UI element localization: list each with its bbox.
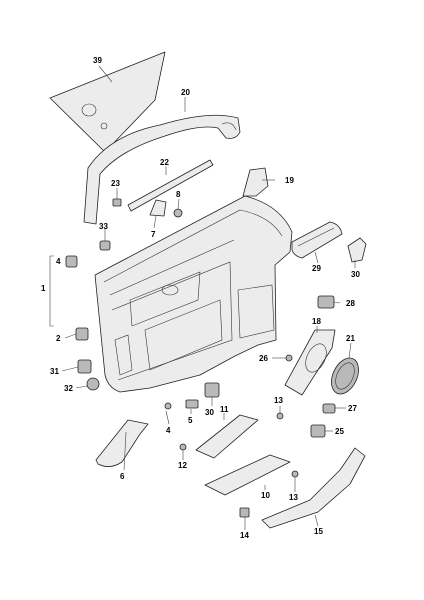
leader-lines xyxy=(49,65,356,530)
callout-6: 6 xyxy=(120,472,125,481)
part-clip-32 xyxy=(86,377,100,391)
callout-10: 10 xyxy=(261,491,270,500)
callout-29: 30 xyxy=(351,270,360,279)
part-clip-30 xyxy=(204,382,220,398)
part-clip-5 xyxy=(185,399,199,409)
callout-32: 32 xyxy=(64,384,73,393)
part-switch-26 xyxy=(322,403,336,414)
part-door-trim-panel xyxy=(94,195,293,393)
callout-1: 1 xyxy=(41,284,46,293)
part-handle-cap-29 xyxy=(347,237,367,263)
callout-20: 22 xyxy=(160,158,169,167)
part-screw-13b xyxy=(291,470,299,478)
callout-25: 25 xyxy=(335,427,344,436)
callout-labels: 39 20 22 19 23 8 7 33 4 29 30 28 18 21 1… xyxy=(41,56,360,540)
part-clip-2 xyxy=(75,327,89,341)
part-lower-trim-10 xyxy=(204,454,291,496)
callout-2: 2 xyxy=(56,334,61,343)
part-window-strip xyxy=(127,159,214,212)
part-corner-trim xyxy=(242,167,269,197)
callout-17: 19 xyxy=(285,176,294,185)
part-bracket-7 xyxy=(149,199,167,217)
part-clip-3 xyxy=(65,255,78,268)
part-switch-25 xyxy=(310,424,326,438)
part-clip-31 xyxy=(77,359,92,374)
part-clip-14 xyxy=(239,507,250,518)
callout-22: 21 xyxy=(346,334,355,343)
callout-28: 29 xyxy=(312,264,321,273)
part-armrest-11 xyxy=(195,414,259,459)
part-lower-trim-strip xyxy=(261,447,366,529)
callout-15: 15 xyxy=(314,527,323,536)
part-pull-handle xyxy=(95,419,149,467)
callout-8: 8 xyxy=(176,190,181,199)
part-screw-8 xyxy=(173,208,183,218)
callout-11: 11 xyxy=(220,405,229,414)
part-upper-trim-strip xyxy=(83,114,241,225)
callout-18: 18 xyxy=(312,317,321,326)
part-clip-21 xyxy=(112,198,122,207)
callout-7: 7 xyxy=(151,230,156,239)
callout-5: 5 xyxy=(188,416,193,425)
callout-19: 20 xyxy=(181,88,190,97)
callout-30: 30 xyxy=(205,408,214,417)
callout-21: 23 xyxy=(111,179,120,188)
callout-39: 39 xyxy=(93,56,102,65)
part-screw-23 xyxy=(285,354,293,362)
callout-12: 12 xyxy=(178,461,187,470)
part-speaker-bracket xyxy=(284,329,336,396)
callout-3: 4 xyxy=(56,257,61,266)
part-insulation-panel xyxy=(49,51,166,153)
callout-23: 26 xyxy=(259,354,268,363)
part-screw-12 xyxy=(179,443,187,451)
callout-14: 14 xyxy=(240,531,249,540)
callout-33: 33 xyxy=(99,222,108,231)
callout-26: 27 xyxy=(348,404,357,413)
callout-13-lower: 13 xyxy=(289,493,298,502)
callout-13-upper: 13 xyxy=(274,396,283,405)
part-speaker-grille xyxy=(331,357,359,395)
part-screw-13a xyxy=(276,412,284,420)
part-switch-27 xyxy=(317,295,335,309)
part-clip-33 xyxy=(99,240,111,251)
callout-27: 28 xyxy=(346,299,355,308)
callout-4: 4 xyxy=(166,426,171,435)
part-handle-28 xyxy=(291,221,343,259)
callout-31: 31 xyxy=(50,367,59,376)
part-clip-4 xyxy=(164,402,172,410)
